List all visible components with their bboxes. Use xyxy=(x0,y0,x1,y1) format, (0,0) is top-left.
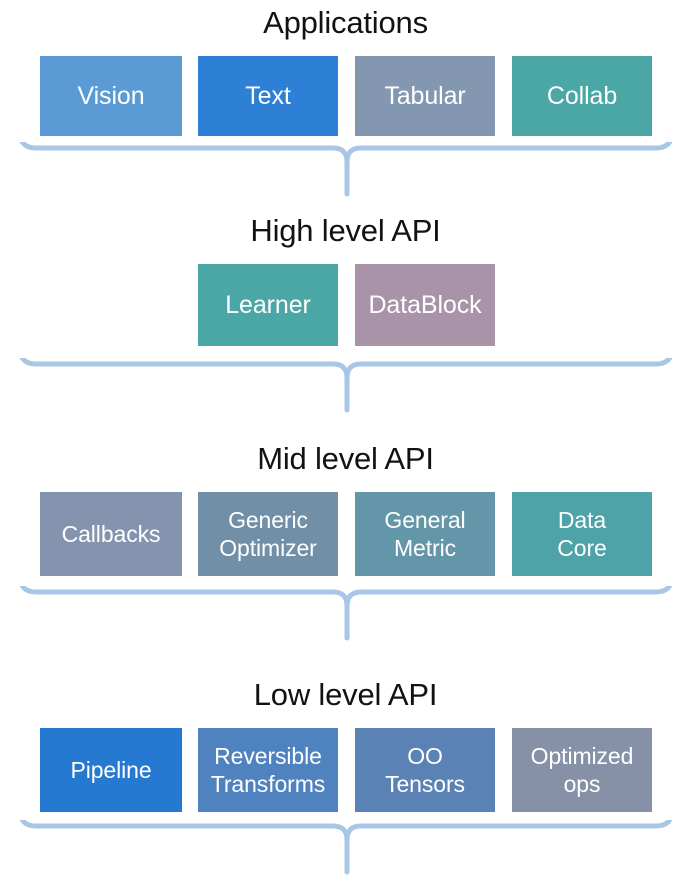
brace-mid-level-api xyxy=(0,586,691,644)
layer-low-level-api: Low level API Pipeline Reversible Transf… xyxy=(0,676,691,814)
node-datablock[interactable]: DataBlock xyxy=(355,264,495,346)
box-row-mid-level-api: Callbacks Generic Optimizer General Metr… xyxy=(0,492,691,578)
box-row-low-level-api: Pipeline Reversible Transforms OO Tensor… xyxy=(0,728,691,814)
box-row-high-level-api: Learner DataBlock xyxy=(0,264,691,348)
layer-applications: Applications Vision Text Tabular Collab xyxy=(0,4,691,138)
brace-high-level-api xyxy=(0,358,691,416)
layer-title-low-level-api: Low level API xyxy=(253,677,438,712)
layer-high-level-api: High level API Learner DataBlock xyxy=(0,212,691,348)
layer-title-mid-level-api: Mid level API xyxy=(257,441,434,476)
node-data-core[interactable]: Data Core xyxy=(512,492,652,576)
box-row-applications: Vision Text Tabular Collab xyxy=(0,56,691,138)
brace-low-level-api xyxy=(0,820,691,878)
node-learner[interactable]: Learner xyxy=(198,264,338,346)
node-pipeline[interactable]: Pipeline xyxy=(40,728,182,812)
layer-title-applications: Applications xyxy=(263,5,428,40)
layer-title-high-level-api: High level API xyxy=(250,213,441,248)
node-vision[interactable]: Vision xyxy=(40,56,182,136)
node-reversible-transforms[interactable]: Reversible Transforms xyxy=(198,728,338,812)
node-oo-tensors[interactable]: OO Tensors xyxy=(355,728,495,812)
node-collab[interactable]: Collab xyxy=(512,56,652,136)
layer-mid-level-api: Mid level API Callbacks Generic Optimize… xyxy=(0,440,691,578)
node-text[interactable]: Text xyxy=(198,56,338,136)
node-tabular[interactable]: Tabular xyxy=(355,56,495,136)
node-callbacks[interactable]: Callbacks xyxy=(40,492,182,576)
node-optimized-ops[interactable]: Optimized ops xyxy=(512,728,652,812)
node-generic-optimizer[interactable]: Generic Optimizer xyxy=(198,492,338,576)
node-general-metric[interactable]: General Metric xyxy=(355,492,495,576)
brace-applications xyxy=(0,142,691,200)
